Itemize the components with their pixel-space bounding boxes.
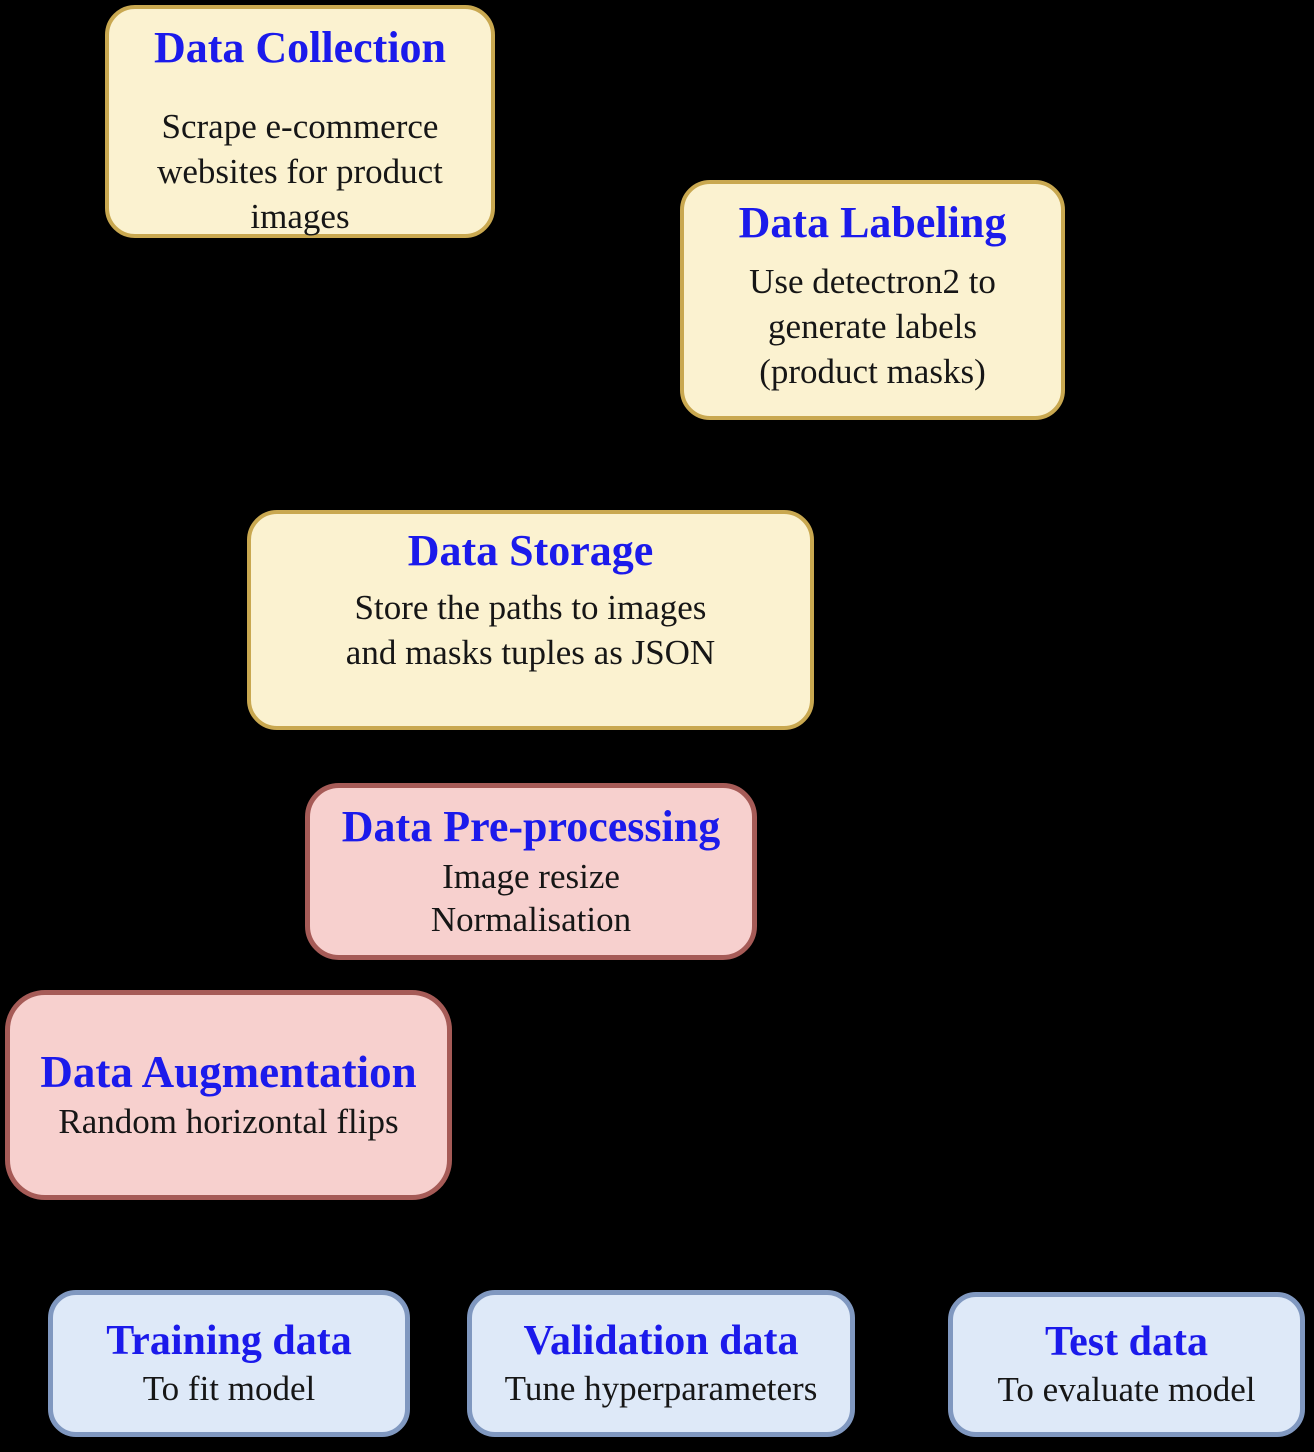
node-data-preprocessing: Data Pre-processing Image resize Normali… [305,783,757,960]
node-title: Data Collection [153,23,447,72]
node-body: Random horizontal flips [58,1102,399,1142]
node-body: To evaluate model [997,1369,1256,1409]
node-data-augmentation: Data Augmentation Random horizontal flip… [5,990,452,1200]
node-body: Scrape e-commerce websites for product i… [157,106,443,236]
node-body: Store the paths to images and masks tupl… [345,587,716,672]
node-title: Validation data [523,1318,799,1365]
node-data-labeling: Data Labeling Use detectron2 to generate… [680,180,1065,420]
node-title: Training data [106,1318,352,1365]
node-body: To fit model [142,1368,316,1408]
node-validation-data: Validation data Tune hyperparameters [467,1290,855,1437]
node-title: Data Storage [407,526,654,575]
node-data-collection: Data Collection Scrape e-commerce websit… [105,5,495,238]
node-body: Use detectron2 to generate labels (produ… [749,261,996,391]
node-training-data: Training data To fit model [48,1290,410,1437]
node-title: Data Labeling [738,198,1007,247]
node-title: Data Augmentation [40,1046,417,1097]
node-data-storage: Data Storage Store the paths to images a… [247,510,814,730]
node-body: Image resize Normalisation [430,856,632,939]
node-title: Data Pre-processing [341,802,721,852]
node-test-data: Test data To evaluate model [948,1292,1305,1437]
node-body: Tune hyperparameters [504,1368,818,1408]
node-title: Test data [1045,1319,1208,1366]
